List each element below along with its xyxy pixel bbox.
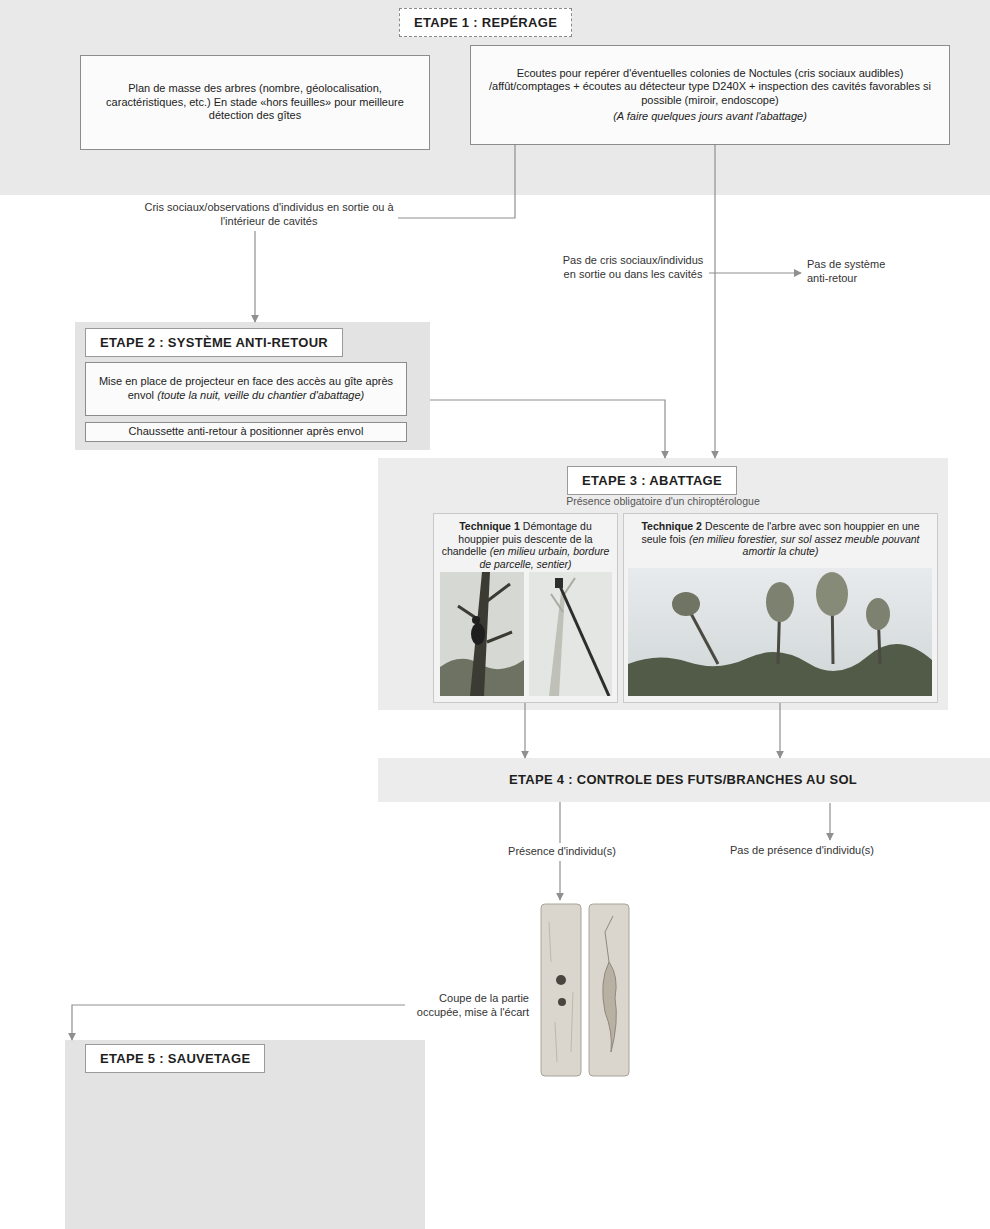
step-title: ETAPE 1 : REPÉRAGE xyxy=(399,8,572,37)
edge-label: Pas de cris sociaux/individus en sortie … xyxy=(558,252,708,284)
technique-title: Technique 2 xyxy=(641,520,701,532)
note-label: Pas de présence d'individu(s) xyxy=(728,843,932,859)
step-band: ETAPE 2 : SYSTÈME ANTI-RETOUR Mise en pla… xyxy=(75,322,430,450)
leader-arrow xyxy=(709,272,801,273)
photo-falling-tree xyxy=(688,608,718,664)
photo-sky xyxy=(440,572,524,696)
technique-note: (en milieu urbain, bordure de parcelle, … xyxy=(479,545,609,570)
photo-crown xyxy=(766,582,794,622)
photo-crown xyxy=(816,572,848,616)
photo-branches xyxy=(458,584,512,642)
flow-arrow xyxy=(779,703,780,758)
flow-arrow xyxy=(524,703,525,758)
log-segment xyxy=(541,904,581,1076)
step-title: ETAPE 3 : ABATTAGE xyxy=(567,466,737,495)
log-bark xyxy=(549,922,573,1062)
photo-crown xyxy=(866,598,890,630)
box-text: Chaussette anti-retour à positionner apr… xyxy=(129,425,364,437)
technique-note: (en milieu forestier, sur sol assez meub… xyxy=(689,533,920,558)
log-cavity xyxy=(603,962,617,1052)
log-crack xyxy=(605,916,613,962)
step-title: ETAPE 5 : SAUVETAGE xyxy=(85,1044,265,1073)
box-text: Plan de masse des arbres (nombre, géoloc… xyxy=(106,82,404,122)
text-block: Mise en place de projecteur en face des … xyxy=(94,375,398,403)
photo-sky xyxy=(529,572,612,696)
step-note: Présence obligatoire d'un chiroptérologu… xyxy=(378,495,948,507)
text-block: Technique 2Descente de l'arbre avec son … xyxy=(624,514,937,558)
step-band: ETAPE 4 : CONTROLE DES FUTS/BRANCHES AU … xyxy=(378,758,990,802)
text-block: Technique 1Démontage du houppier puis de… xyxy=(434,514,617,570)
process-box: Plan de masse des arbres (nombre, géoloc… xyxy=(80,55,430,150)
log-hole xyxy=(558,998,566,1006)
photo-sky xyxy=(628,568,932,696)
log-segment xyxy=(589,904,629,1076)
box-note: (toute la nuit, veille du chantier d'aba… xyxy=(157,389,364,401)
flow-arrow xyxy=(430,400,665,458)
technique-title: Technique 1 xyxy=(459,520,519,532)
flow-arrow xyxy=(714,145,715,458)
step-band: ETAPE 1 : REPÉRAGE Plan de masse des arbr… xyxy=(0,0,990,195)
process-box: Chaussette anti-retour à positionner apr… xyxy=(85,422,407,442)
step-title: ETAPE 4 : CONTROLE DES FUTS/BRANCHES AU … xyxy=(505,770,861,789)
photo-foliage xyxy=(628,644,932,696)
step-title: ETAPE 2 : SYSTÈME ANTI-RETOUR xyxy=(85,328,343,357)
note-label: Pas de système anti-retour xyxy=(805,257,909,287)
step-band: ETAPE 5 : SAUVETAGE xyxy=(65,1040,425,1229)
text-block: Ecoutes pour repérer d'éventuelles colon… xyxy=(483,67,937,124)
edge-label: Cris sociaux/observations d'individus en… xyxy=(140,199,398,231)
cut-caption: Coupe de la partie occupée, mise à l'éca… xyxy=(409,992,529,1020)
photo-felling xyxy=(628,568,932,696)
edge-label: Présence d'individu(s) xyxy=(488,843,636,861)
photo-pole-saw xyxy=(529,572,612,696)
log-hole xyxy=(556,975,566,985)
photo-climber xyxy=(471,623,485,645)
photo-trunk xyxy=(549,592,565,696)
photo-falling-crown xyxy=(672,592,700,616)
photo-saw xyxy=(555,578,563,588)
box-text: Ecoutes pour repérer d'éventuelles colon… xyxy=(489,67,931,107)
text-block: Chaussette anti-retour à positionner apr… xyxy=(129,425,364,439)
box-note: (A faire quelques jours avant l'abattage… xyxy=(483,110,937,124)
photo-dismantling xyxy=(440,572,524,696)
flow-arrow xyxy=(72,1005,405,1040)
photo-trunk xyxy=(470,572,490,696)
leader-arrow xyxy=(829,803,830,840)
process-box: Ecoutes pour repérer d'éventuelles colon… xyxy=(470,45,950,145)
text-block: Plan de masse des arbres (nombre, géoloc… xyxy=(93,82,417,123)
photo-log-cavities xyxy=(535,902,635,1078)
photo-pole xyxy=(559,584,609,696)
process-box: Mise en place de projecteur en face des … xyxy=(85,362,407,416)
photo-climber-head xyxy=(472,616,480,624)
